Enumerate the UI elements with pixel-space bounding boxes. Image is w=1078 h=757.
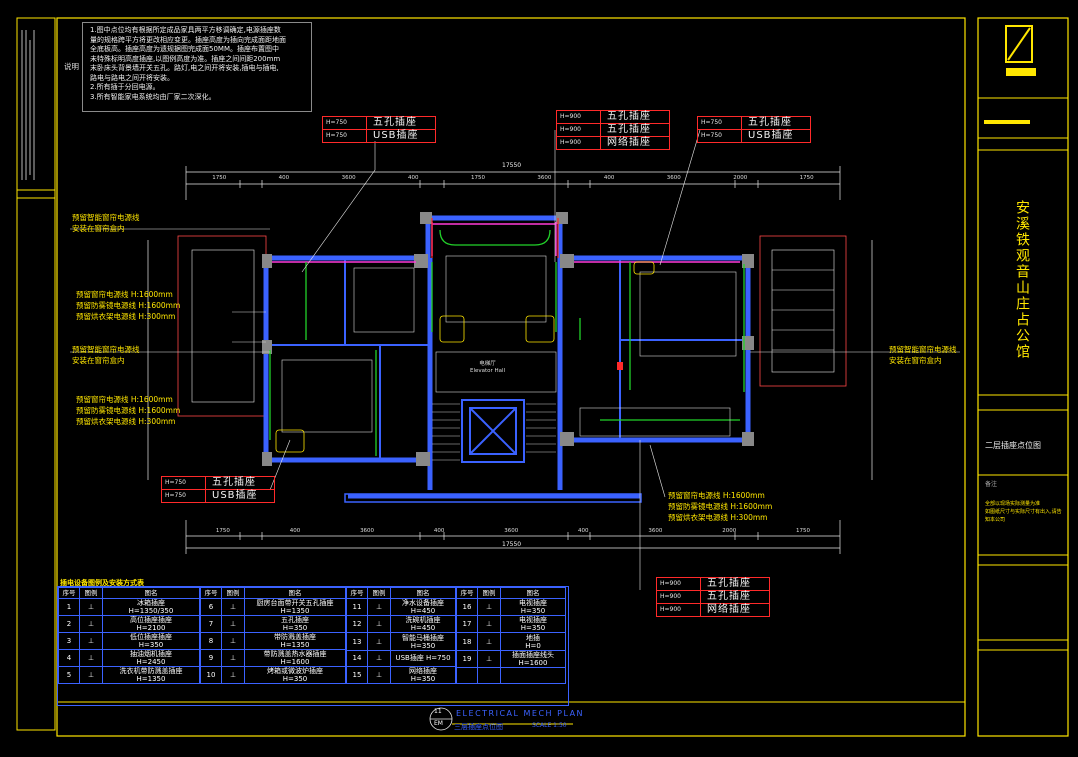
footer-sheet: EM	[434, 720, 443, 727]
tb-drawing-name: 二层插座点位图	[985, 441, 1041, 450]
annotation-curtain-1: 预留智能窗帘电源线安装在窗帘盒内	[72, 213, 140, 233]
dim-top-total: 17550	[502, 162, 522, 169]
footer-scale: SCALE 1:50	[532, 722, 567, 729]
footer-title-en: ELECTRICAL MECH PLAN	[456, 709, 585, 718]
annotation-curtain-3: 预留智能窗帘电源线安装在窗帘盒内	[889, 345, 957, 365]
notes-label: 说明	[64, 62, 79, 71]
legend-title: 插电设备图例及安装方式表	[60, 579, 144, 587]
notes-box	[82, 22, 312, 112]
tb-design-bar	[978, 104, 1072, 124]
tb-remark-label: 备注	[985, 481, 998, 488]
footer-title-cn: 三层插座点位图	[454, 723, 503, 731]
annotation-curtain-2: 预留智能窗帘电源线安装在窗帘盒内	[72, 345, 140, 365]
footer-symbol	[429, 707, 573, 731]
tb-project-name: 安溪铁观音山庄占公馆	[1014, 200, 1030, 360]
footer-num: 11	[434, 708, 442, 715]
notes-text: 1.图中点位均有根据所定成品家具两平方移调确定,电源插座数量的规格跨平方将更改相…	[90, 26, 286, 101]
dim-bottom-total: 17550	[502, 541, 522, 548]
tb-remark: 全部以现场实际测量为准如图纸尺寸与实际尺寸有出入,请告知本公司	[985, 501, 1062, 523]
company-logo	[1005, 25, 1036, 76]
